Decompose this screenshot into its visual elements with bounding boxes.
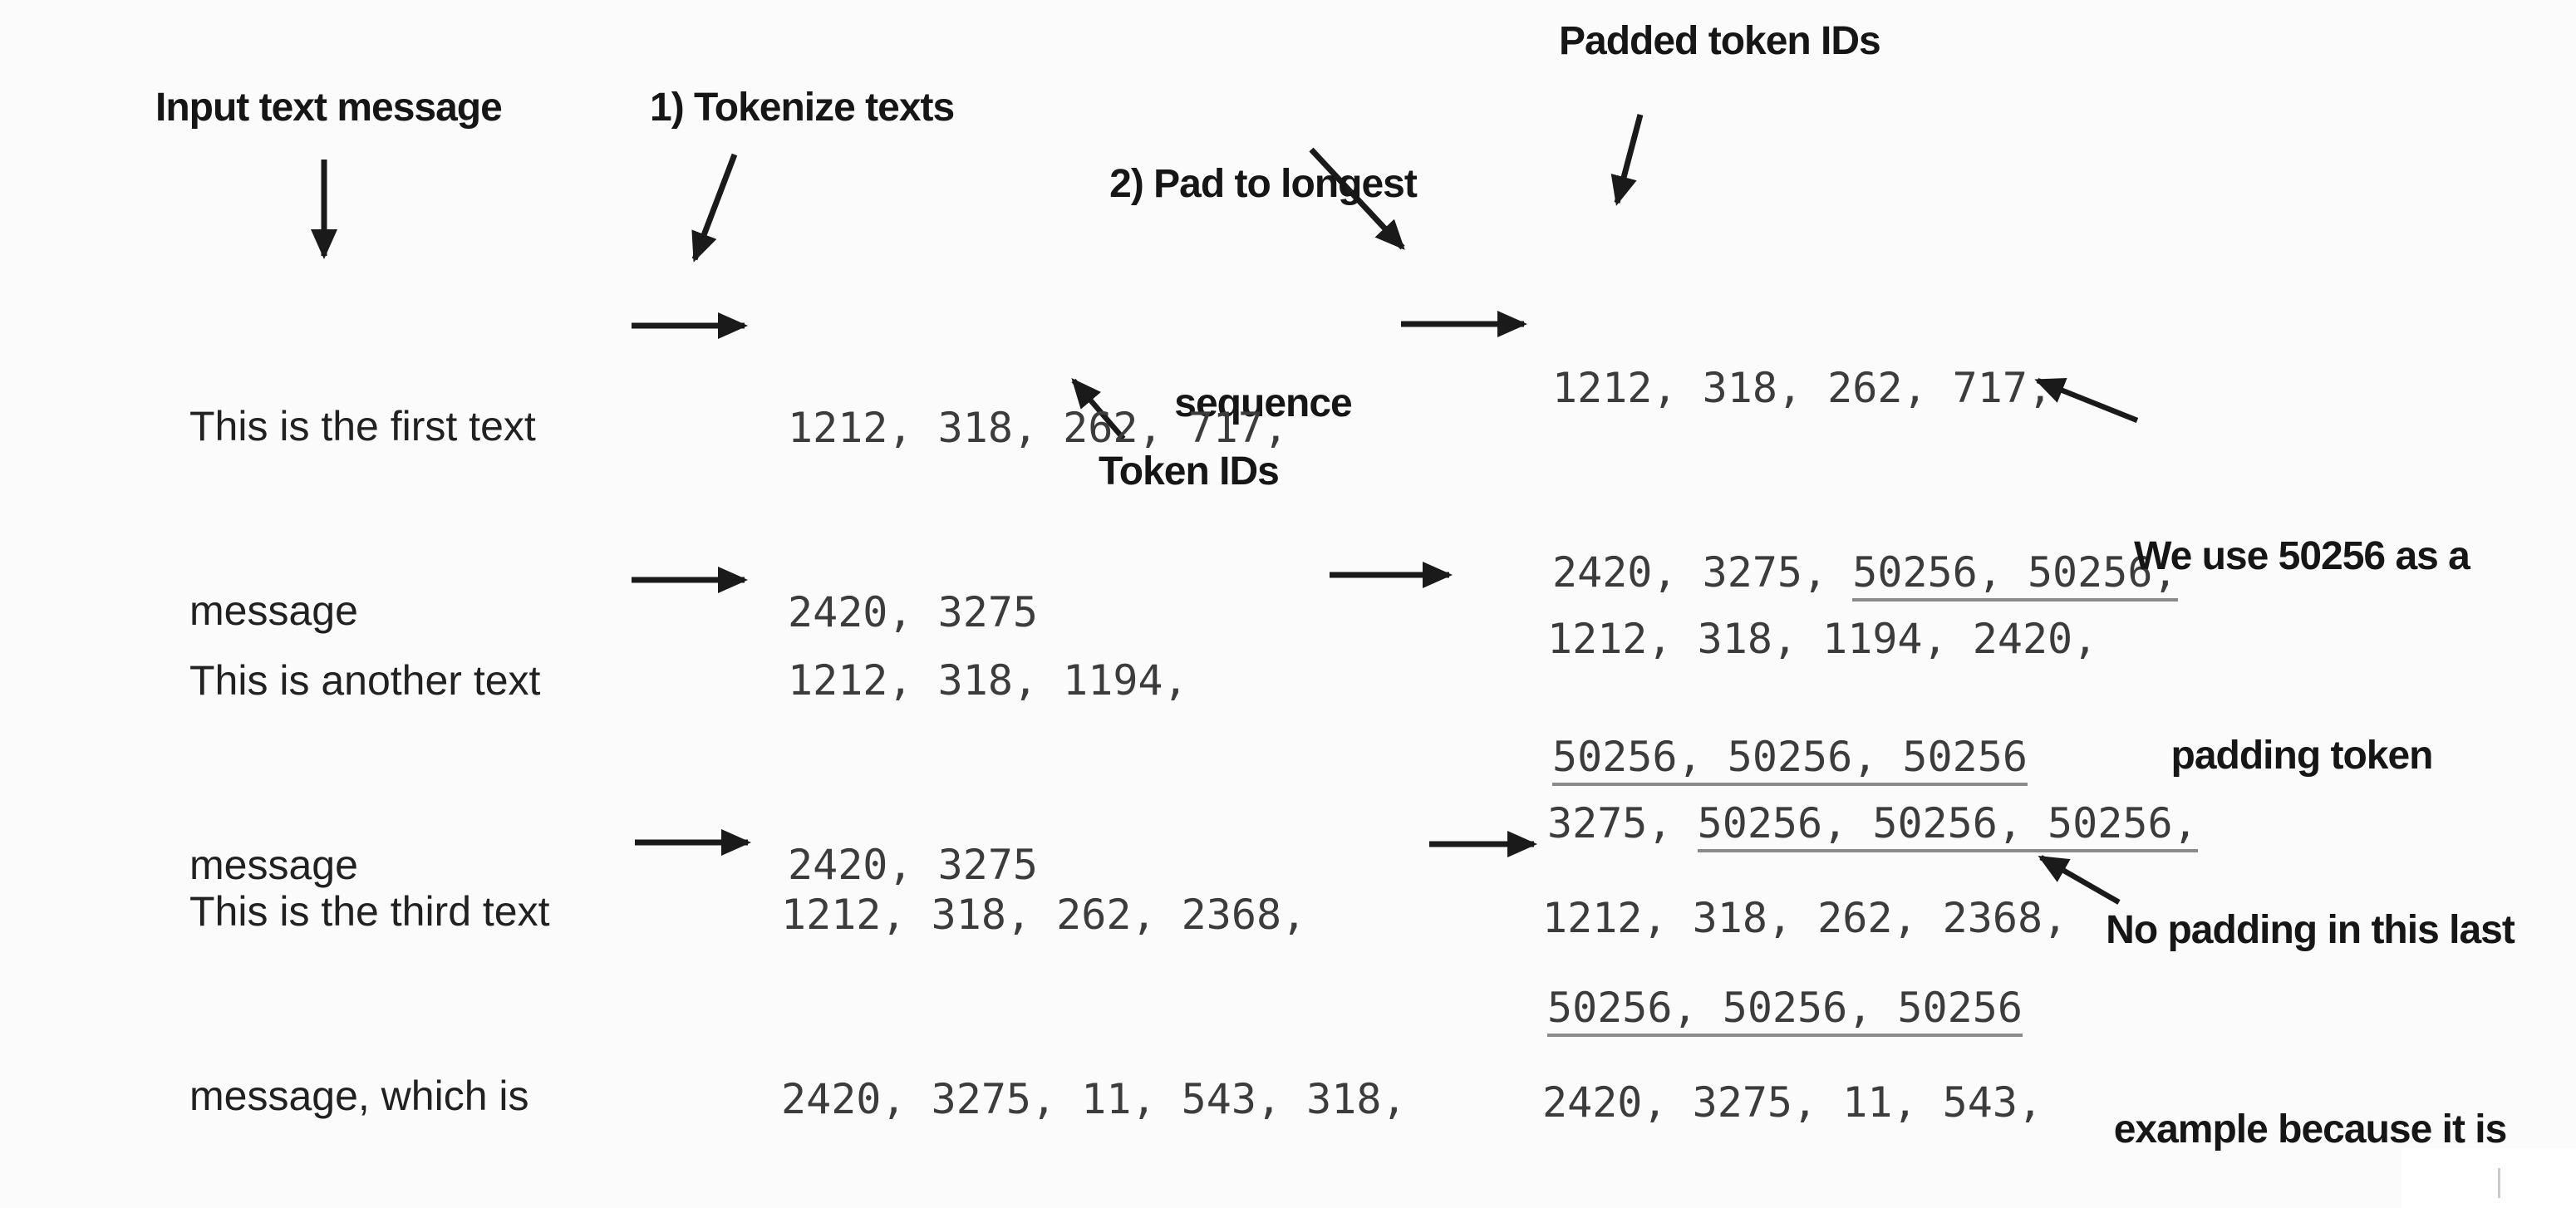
padded-token-ids-3: 1212, 318, 262, 2368, 2420, 3275, 11, 54… [1542,894,2068,1127]
input-message-1-line2: message [189,587,358,634]
token-ids-1-line1: 1212, 318, 262, 717, [788,404,1289,452]
label-step2-pad: 2) Pad to longest sequence [1105,2,1421,587]
input-message-2-line1: This is another text [189,657,541,704]
input-message-1: This is the first text message [189,273,536,764]
note-padding-token-line2: padding token [2170,734,2434,778]
token-ids-3-line2: 2420, 3275, 11, 543, 318, [781,1075,1407,1123]
padding-tokens-underlined: 50256, 50256, 50256 [1552,733,2028,786]
padding-tokens-underlined: 50256, 50256, [1852,548,2178,602]
padded-token-ids-2: 1212, 318, 1194, 2420, 3275, 50256, 5025… [1547,485,2198,1161]
figure-caption-line1: 图 6.6 输入文本的预处理流程。首先，每条输入文本消息被转换为一个 token… [3,1205,2573,1208]
input-message-3-line2: message, which is [189,1073,529,1119]
label-token-ids: Token IDs [1099,449,1280,494]
note-padding-token-line1: We use 50256 as a [2134,534,2470,578]
arrow-padded-label [1610,114,1644,206]
input-message-3: This is the third text message, which is… [189,758,550,1208]
label-step2-line1: 2) Pad to longest [1109,162,1418,206]
note-no-padding-line1: No padding in this last [2106,908,2515,952]
label-step2-line2: sequence [1174,381,1352,425]
label-step1-tokenize: 1) Tokenize texts [650,86,955,130]
token-ids-2-line2: 2420, 3275 [788,841,1039,889]
token-ids-1-line2: 2420, 3275 [788,588,1039,636]
artifact-tick [2498,1168,2500,1198]
figure-caption: 图 6.6 输入文本的预处理流程。首先，每条输入文本消息被转换为一个 token… [3,1042,2573,1208]
arrow-tokenize-label [691,153,738,263]
label-padded-token-ids: Padded token IDs [1559,19,1881,63]
input-message-2-line2: message [189,842,358,888]
input-message-2: This is another text message [189,527,540,1019]
token-ids-2-line1: 1212, 318, 1194, [788,656,1188,705]
padded-token-ids-1: 1212, 318, 262, 717, 2420, 3275, 50256, … [1552,234,2178,911]
padding-tokens-underlined: 50256, 50256, 50256 [1547,984,2023,1037]
note-no-padding-line2: example because it is [2113,1107,2508,1152]
input-message-1-line1: This is the first text [189,403,536,449]
note-no-padding: No padding in this last example because … [2061,764,2559,1208]
token-ids-1: 1212, 318, 262, 717, 2420, 3275 [788,274,1288,766]
token-ids-3-line1: 1212, 318, 262, 2368, [781,891,1307,939]
token-ids-3: 1212, 318, 262, 2368, 2420, 3275, 11, 54… [781,761,1407,1208]
token-ids-2: 1212, 318, 1194, 2420, 3275 [788,527,1188,1019]
padding-tokens-underlined: 50256, 50256, 50256, [1697,799,2198,852]
label-input-text-message: Input text message [155,86,503,130]
note-padding-token: We use 50256 as a padding token [2069,390,2534,922]
input-message-3-line1: This is the third text [189,888,550,935]
background-patch [2401,1148,2576,1208]
